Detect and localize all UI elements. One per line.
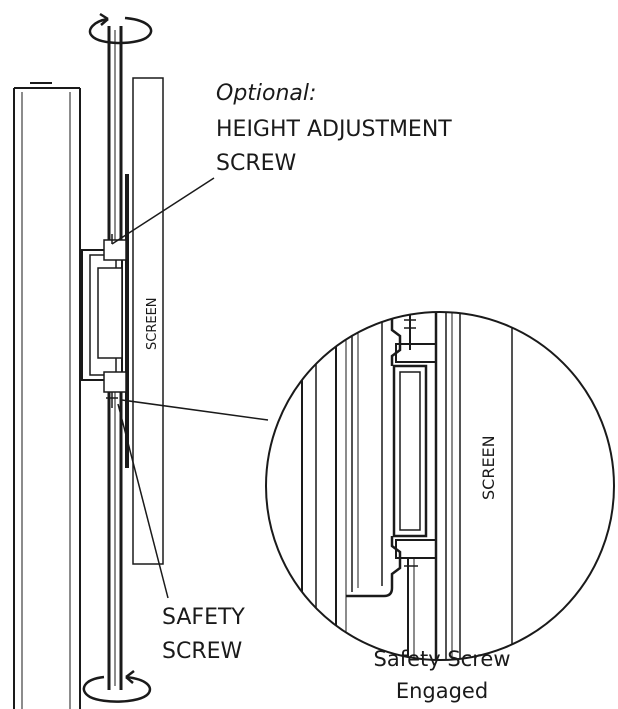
screen-label-detail: SCREEN [479, 435, 498, 500]
leader-detail [121, 399, 269, 421]
height-adjustment-label-line2: SCREW [216, 151, 297, 176]
wall [13, 82, 81, 709]
top-rotation-arrow-icon [88, 12, 153, 45]
screen-label-main: SCREEN [145, 297, 160, 350]
leader-safety-screw [117, 403, 169, 599]
optional-label: Optional: [216, 81, 316, 106]
safety-screw-engaged-label-line2: Engaged [396, 679, 488, 703]
safety-screw-label-line2: SCREW [162, 639, 243, 664]
safety-screw-main [106, 234, 118, 408]
bottom-rotation-arrow-icon [82, 670, 152, 703]
leader-lines [111, 177, 269, 599]
detail-magnifier [265, 311, 615, 661]
safety-screw-label: SAFETY [162, 605, 245, 630]
leader-height-adjustment [111, 177, 215, 245]
height-adjustment-label: HEIGHT ADJUSTMENT [216, 117, 452, 142]
mounting-rails [107, 26, 123, 690]
screen-panel [125, 77, 164, 565]
safety-screw-engaged-label: Safety Screw [374, 647, 511, 671]
mounting-bracket [81, 239, 127, 393]
